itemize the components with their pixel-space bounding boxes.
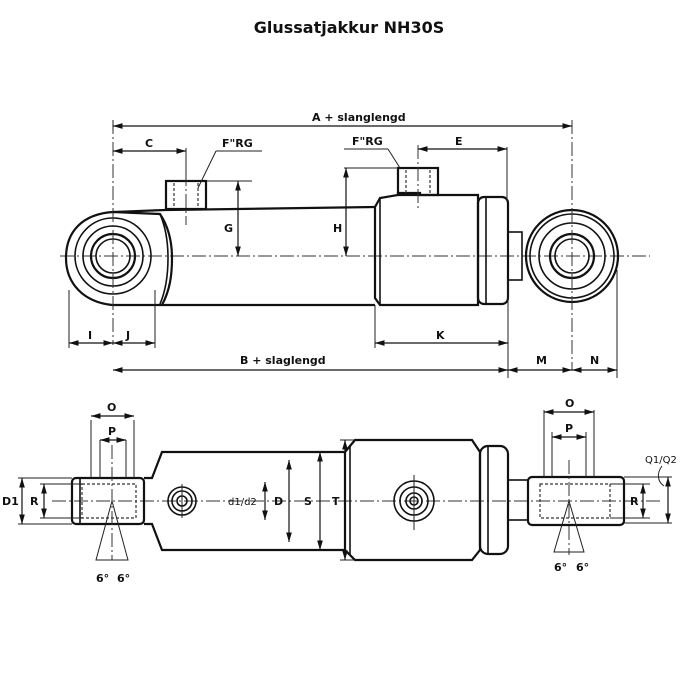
svg-text:O: O: [565, 397, 574, 410]
dimension-c: C: [113, 137, 187, 180]
dimension-s: S: [304, 452, 323, 550]
left-eye: [64, 120, 174, 345]
port-label-left: F"RG: [197, 137, 262, 189]
dimension-p-left: P: [100, 425, 126, 443]
dimension-g: G: [206, 180, 252, 256]
svg-text:D: D: [274, 495, 283, 508]
label-h: H: [333, 222, 342, 235]
svg-text:d1/d2: d1/d2: [228, 497, 257, 508]
dimension-k: K: [375, 329, 508, 346]
dimension-o-right: O: [544, 397, 594, 415]
angle-label-right-1: 6°: [554, 561, 567, 574]
svg-text:F"RG: F"RG: [352, 135, 383, 148]
side-view: O P D1 R 6° 6° d1/d2: [2, 397, 677, 585]
svg-text:P: P: [565, 422, 573, 435]
svg-text:R: R: [30, 495, 39, 508]
dimension-a: A + slanglengd: [112, 111, 572, 130]
right-eye: [524, 120, 620, 370]
svg-text:Q1/Q2: Q1/Q2: [645, 455, 677, 466]
dimension-h: H: [333, 167, 398, 256]
barrel: [373, 191, 523, 307]
diagram-title: Glussatjakkur NH30S: [253, 18, 445, 37]
dimension-j: J: [113, 329, 155, 346]
label-k: K: [436, 329, 445, 342]
label-n: N: [590, 354, 599, 367]
dimension-d1: D1: [2, 477, 72, 525]
dimension-d: D: [274, 460, 292, 542]
left-eye-side: [70, 420, 146, 561]
dimension-p-right: P: [552, 422, 586, 440]
svg-text:T: T: [332, 495, 340, 508]
dimension-t: T: [332, 439, 355, 561]
label-a: A + slanglengd: [312, 111, 406, 124]
angle-label-right-2: 6°: [576, 561, 589, 574]
label-j: J: [125, 329, 130, 342]
dimension-i: I: [69, 329, 113, 346]
right-port: [396, 145, 440, 210]
svg-text:O: O: [107, 401, 116, 414]
svg-text:S: S: [304, 495, 312, 508]
dimension-n: N: [572, 354, 617, 373]
top-view: A + slanglengd C F"RG G H: [60, 111, 650, 378]
dimension-q: Q1/Q2: [624, 455, 677, 524]
dimension-m: M: [508, 354, 572, 373]
svg-text:F"RG: F"RG: [222, 137, 253, 150]
tube-side: [144, 450, 345, 552]
barrel-side: [343, 438, 510, 562]
dimension-d1d2: d1/d2: [228, 482, 268, 520]
label-e: E: [455, 135, 463, 148]
dimension-o-left: O: [91, 401, 134, 419]
right-eye-side: [507, 410, 626, 555]
svg-text:P: P: [108, 425, 116, 438]
label-b: B + slaglengd: [240, 354, 326, 367]
angle-label-left-2: 6°: [117, 572, 130, 585]
label-m: M: [536, 354, 547, 367]
svg-text:D1: D1: [2, 495, 19, 508]
dimension-r-right: R: [610, 483, 650, 519]
label-g: G: [224, 222, 233, 235]
angle-label-left-1: 6°: [96, 572, 109, 585]
dimension-b: B + slaglengd: [113, 354, 508, 373]
dimension-r-left: R: [30, 483, 82, 519]
label-c: C: [145, 137, 153, 150]
dimension-e: E: [418, 135, 508, 200]
label-i: I: [88, 329, 92, 342]
svg-text:R: R: [630, 495, 639, 508]
port-label-right: F"RG: [344, 135, 401, 169]
